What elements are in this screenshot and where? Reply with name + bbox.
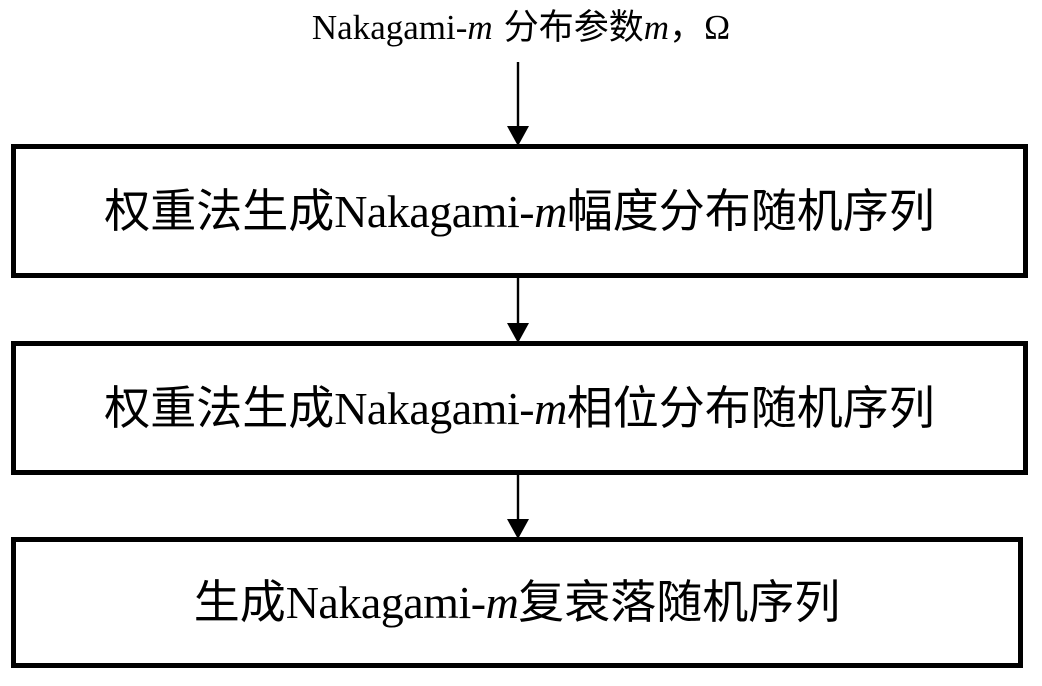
process-box-complex-fading[interactable]: 生成Nakagami-m复衰落随机序列 [11,537,1023,668]
title-latin-prefix: Nakagami- [311,8,468,47]
box3-cjk-prefix: 生成 [193,575,286,629]
process-box-amplitude-label: 权重法生成Nakagami-m幅度分布随机序列 [104,184,935,239]
process-box-complex-fading-label: 生成Nakagami-m复衰落随机序列 [194,575,841,630]
box2-italic-var: m [534,382,567,434]
title-greek-omega: Ω [704,8,731,47]
box3-italic-var: m [485,577,519,628]
box3-latin: Nakagami- [285,577,486,628]
title-cjk-middle: 分布参数 [492,8,644,48]
box2-cjk-prefix: 权重法生成 [104,380,335,435]
title-cjk-comma: ， [669,8,705,48]
box2-latin: Nakagami- [334,382,535,434]
title-italic-var-1: m [467,8,493,47]
title-italic-var-2: m [643,8,670,47]
diagram-title-label: Nakagami-m 分布参数m，Ω [0,6,1042,50]
box1-latin: Nakagami- [334,185,535,237]
process-box-phase-label: 权重法生成Nakagami-m相位分布随机序列 [104,381,935,436]
process-box-phase[interactable]: 权重法生成Nakagami-m相位分布随机序列 [11,341,1028,475]
process-box-amplitude[interactable]: 权重法生成Nakagami-m幅度分布随机序列 [11,144,1028,278]
box1-cjk-prefix: 权重法生成 [104,183,335,238]
box3-cjk-suffix: 复衰落随机序列 [518,575,841,629]
box1-italic-var: m [534,185,567,237]
box2-cjk-suffix: 相位分布随机序列 [566,380,935,435]
box1-cjk-suffix: 幅度分布随机序列 [566,183,935,238]
